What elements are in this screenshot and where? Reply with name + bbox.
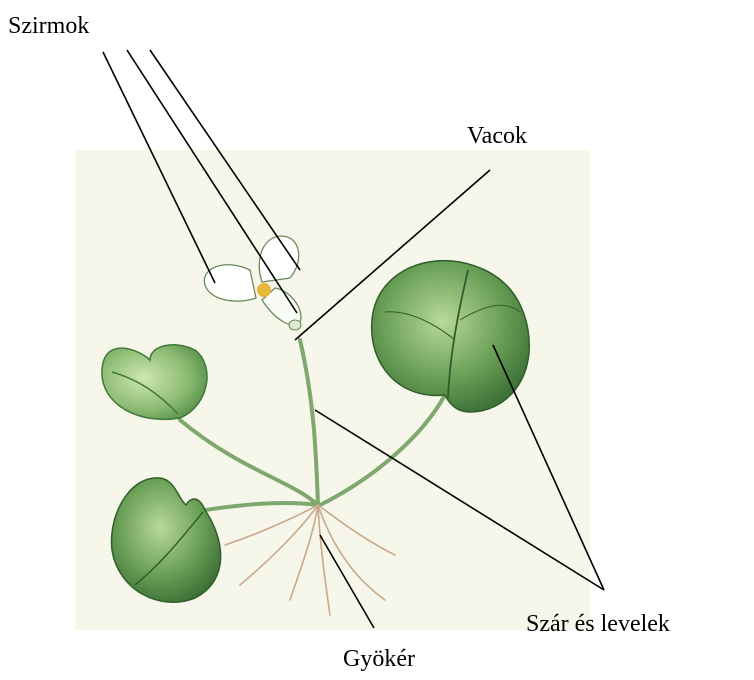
leaf-lower-left — [110, 477, 222, 603]
leaf-right — [370, 259, 530, 413]
receptacle-shape — [288, 319, 302, 331]
leader-line-petal-2 — [126, 49, 298, 314]
leader-line-leaf — [492, 344, 605, 591]
roots — [224, 504, 396, 616]
label-stem-and-leaves: Szár és levelek — [526, 611, 670, 637]
leader-line-root — [319, 534, 375, 629]
leader-lines — [102, 49, 605, 629]
leader-line-petal-3 — [149, 49, 301, 271]
flower — [203, 235, 302, 331]
leader-line-stem — [314, 409, 605, 591]
leaf-upper-left — [101, 344, 208, 420]
leader-line-petal-1 — [102, 51, 216, 284]
label-root: Gyökér — [343, 646, 415, 672]
label-receptacle: Vacok — [467, 123, 527, 149]
flower-center — [257, 283, 271, 297]
label-petals: Szirmok — [8, 13, 89, 39]
leader-line-receptacle — [294, 169, 491, 341]
petal-left — [203, 264, 257, 302]
